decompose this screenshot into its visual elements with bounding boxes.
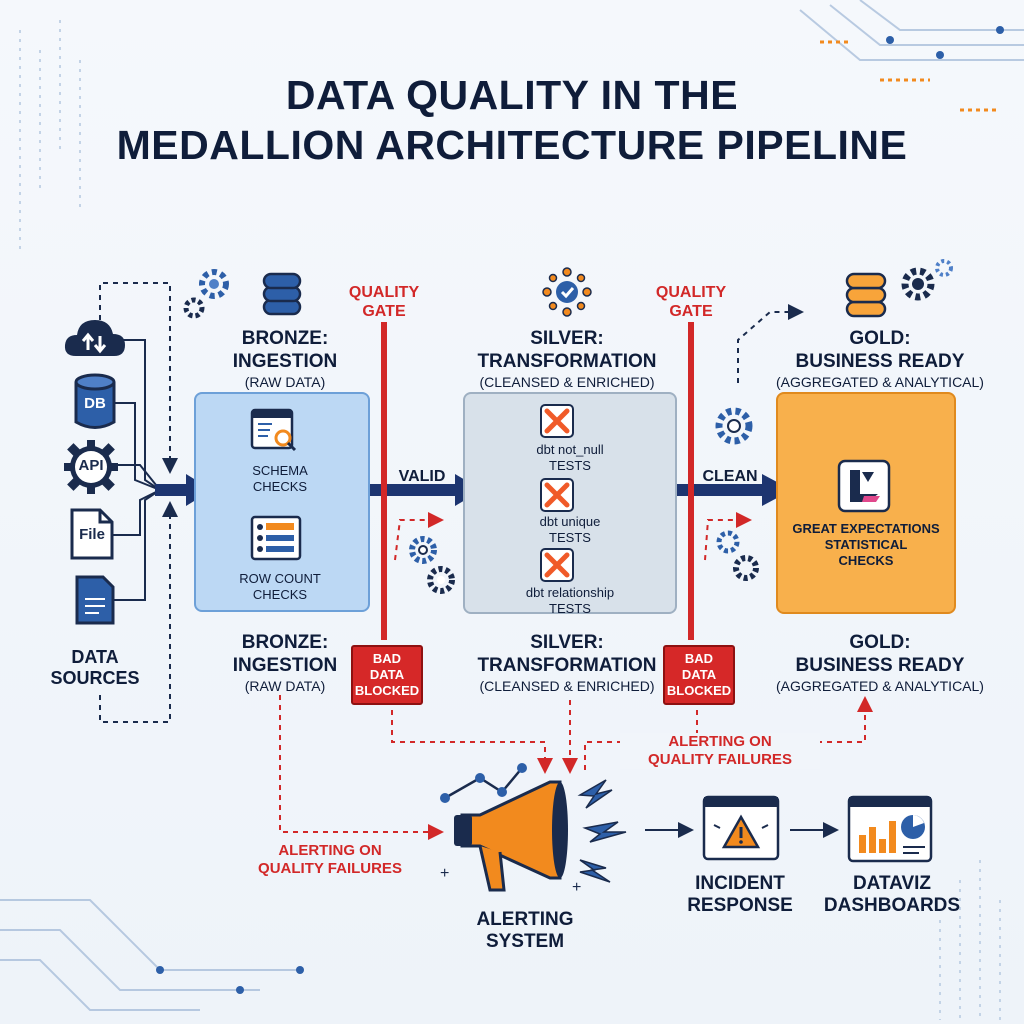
quality-gate-label-1: QUALITY GATE bbox=[348, 284, 420, 320]
valid-label: VALID bbox=[398, 468, 446, 485]
quality-gate-label-2: QUALITY GATE bbox=[655, 284, 727, 320]
database-icon bbox=[74, 373, 116, 429]
row-count-table-icon bbox=[250, 515, 302, 561]
dbt-logo-icon bbox=[540, 478, 574, 512]
bronze-heading-bottom: BRONZE: INGESTION (RAW DATA) bbox=[165, 631, 405, 696]
silver-subtitle-bottom: (CLEANSED & ENRICHED) bbox=[479, 678, 655, 694]
file-source: File bbox=[70, 508, 114, 565]
bronze-title-bottom: BRONZE: INGESTION bbox=[232, 632, 338, 676]
data-sources-label: DATA SOURCES bbox=[50, 647, 140, 688]
gold-heading-top: GOLD: BUSINESS READY (AGGREGATED & ANALY… bbox=[750, 327, 1010, 392]
gold-title-bottom: GOLD: BUSINESS READY bbox=[795, 632, 965, 676]
bronze-subtitle-bottom: (RAW DATA) bbox=[244, 678, 326, 694]
silver-heading-bottom: SILVER: TRANSFORMATION (CLEANSED & ENRIC… bbox=[447, 631, 687, 696]
great-expectations-logo-icon bbox=[837, 459, 891, 513]
settings-gear-icon bbox=[715, 407, 753, 445]
document-icon bbox=[75, 575, 115, 625]
gate-gears-icon bbox=[409, 536, 455, 594]
gold-side-gears-icon bbox=[716, 530, 759, 581]
bronze-heading-top: BRONZE: INGESTION (RAW DATA) bbox=[165, 327, 405, 392]
svg-text:+: + bbox=[572, 879, 581, 896]
incident-response-label: INCIDENT RESPONSE bbox=[687, 873, 793, 916]
db-source: DB bbox=[74, 373, 116, 436]
dbt-unique-label: dbt unique TESTS bbox=[539, 514, 601, 545]
dashboard-chart-icon bbox=[847, 795, 933, 863]
gold-title: GOLD: BUSINESS READY bbox=[795, 328, 965, 372]
api-label: API bbox=[78, 457, 104, 474]
gold-subtitle-bottom: (AGGREGATED & ANALYTICAL) bbox=[776, 678, 984, 694]
gold-heading-bottom: GOLD: BUSINESS READY (AGGREGATED & ANALY… bbox=[750, 631, 1010, 696]
title-line-1: DATA QUALITY IN THE bbox=[285, 72, 739, 118]
incident-window-icon bbox=[702, 795, 780, 861]
bronze-title: BRONZE: INGESTION bbox=[232, 328, 338, 372]
alerting-system-label: ALERTING SYSTEM bbox=[476, 909, 574, 952]
bad-data-blocked-2: BAD DATA BLOCKED bbox=[663, 645, 735, 705]
schema-checks-label: SCHEMA CHECKS bbox=[252, 463, 308, 494]
silver-heading-top: SILVER: TRANSFORMATION (CLEANSED & ENRIC… bbox=[447, 327, 687, 392]
svg-text:+: + bbox=[440, 865, 449, 882]
dbt-logo-icon bbox=[540, 404, 574, 438]
schema-search-icon bbox=[250, 408, 297, 452]
gears-icon bbox=[183, 269, 229, 319]
silver-title: SILVER: TRANSFORMATION bbox=[477, 328, 657, 372]
title-line-2: MEDALLION ARCHITECTURE PIPELINE bbox=[116, 122, 908, 168]
dbt-logo-icon bbox=[540, 548, 574, 582]
dataviz-dashboards-label: DATAVIZ DASHBOARDS bbox=[823, 873, 961, 916]
file-icon bbox=[70, 508, 114, 560]
megaphone-icon: + + bbox=[440, 763, 627, 896]
database-stack-icon bbox=[262, 272, 302, 316]
file-label: File bbox=[79, 526, 105, 543]
db-label: DB bbox=[84, 395, 106, 412]
page-title: DATA QUALITY IN THE MEDALLION ARCHITECTU… bbox=[0, 70, 1024, 170]
clean-label: CLEAN bbox=[702, 468, 758, 485]
dbt-relationship-label: dbt relationship TESTS bbox=[525, 585, 615, 616]
silver-subtitle: (CLEANSED & ENRICHED) bbox=[479, 374, 655, 390]
gold-database-icon bbox=[845, 272, 887, 318]
alerting-on-failures-bottom: ALERTING ON QUALITY FAILURES bbox=[258, 842, 402, 877]
dbt-not-null-label: dbt not_null TESTS bbox=[536, 442, 604, 473]
silver-title-bottom: SILVER: TRANSFORMATION bbox=[477, 632, 657, 676]
great-expectations-label: GREAT EXPECTATIONS STATISTICAL CHECKS bbox=[792, 521, 940, 568]
gold-gears-icon bbox=[901, 259, 953, 301]
network-check-icon bbox=[542, 267, 592, 317]
alerting-on-failures-top: ALERTING ON QUALITY FAILURES bbox=[620, 733, 820, 769]
gold-subtitle: (AGGREGATED & ANALYTICAL) bbox=[776, 374, 984, 390]
row-count-checks-label: ROW COUNT CHECKS bbox=[239, 571, 321, 602]
bronze-subtitle: (RAW DATA) bbox=[244, 374, 326, 390]
bad-data-blocked-1: BAD DATA BLOCKED bbox=[351, 645, 423, 705]
cloud-sync-icon bbox=[64, 320, 125, 356]
api-gear-icon bbox=[64, 440, 118, 494]
api-source: API bbox=[64, 440, 118, 499]
